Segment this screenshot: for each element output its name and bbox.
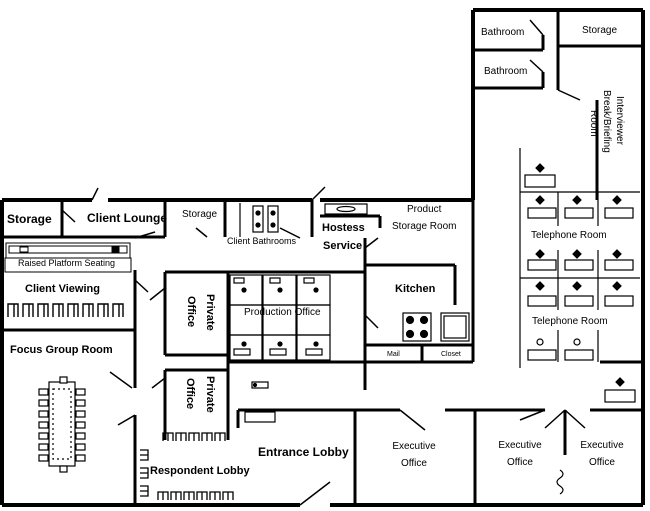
- exterior-walls: [0, 8, 645, 507]
- room-bathroom-1: Bathroom: [481, 27, 525, 38]
- room-interviewer-line-1: Interviewer: [614, 96, 625, 145]
- bathroom-fixtures: [239, 203, 279, 237]
- viewing-chairs: [7, 303, 124, 317]
- room-telephone-1: Telephone Room: [531, 230, 607, 241]
- room-product-line-2: Storage Room: [392, 221, 457, 232]
- raised-platform: [4, 242, 132, 273]
- room-closet: Closet: [441, 351, 461, 358]
- room-product-line-1: Product: [407, 204, 442, 215]
- room-private-office-2-line-2: Office: [184, 378, 196, 410]
- lobby-furniture: [244, 381, 276, 423]
- telephone-stations: [519, 148, 640, 403]
- kitchen-appliances: [402, 312, 470, 342]
- room-respondent-lobby: Respondent Lobby: [150, 465, 250, 477]
- room-hostess-line-1: Hostess: [322, 222, 365, 234]
- plant-icon: [556, 469, 564, 495]
- room-focus-group: Focus Group Room: [10, 344, 113, 356]
- room-client-lounge: Client Lounge: [87, 211, 167, 225]
- conference-table: [38, 376, 86, 473]
- room-executive-office-3-line-1: Executive: [580, 440, 624, 451]
- door-swings: [61, 19, 586, 506]
- room-entrance-lobby: Entrance Lobby: [258, 445, 349, 459]
- room-raised-platform: Raised Platform Seating: [18, 258, 116, 268]
- room-hostess-line-2: Service: [323, 240, 363, 252]
- room-executive-office-1-line-1: Executive: [392, 441, 436, 452]
- interior-walls: [2, 12, 643, 505]
- room-interviewer-line-2: Break/Briefing: [601, 90, 612, 153]
- room-mail: Mail: [387, 351, 400, 358]
- production-desks: [229, 274, 331, 361]
- room-storage-top-right: Storage: [582, 25, 618, 36]
- room-executive-office-2-line-1: Executive: [498, 440, 542, 451]
- room-storage-small: Storage: [182, 209, 218, 220]
- room-private-office-1-line-1: Private: [204, 294, 216, 331]
- room-interviewer-line-3: Room: [588, 110, 599, 137]
- room-client-viewing: Client Viewing: [25, 283, 100, 295]
- room-private-office-1-line-2: Office: [185, 296, 197, 328]
- room-client-bathrooms: Client Bathrooms: [227, 236, 297, 246]
- room-storage-left: Storage: [7, 212, 52, 226]
- room-executive-office-1-line-2: Office: [401, 458, 427, 469]
- room-executive-office-2-line-2: Office: [507, 457, 533, 468]
- lobby-seating: [140, 432, 234, 500]
- room-kitchen: Kitchen: [395, 283, 436, 295]
- room-bathroom-2: Bathroom: [484, 66, 528, 77]
- room-production-office: Production Office: [244, 307, 321, 318]
- hostess-counter: [324, 203, 368, 215]
- room-executive-office-3-line-2: Office: [589, 457, 615, 468]
- room-telephone-2: Telephone Room: [532, 316, 608, 327]
- room-private-office-2-line-1: Private: [204, 376, 216, 413]
